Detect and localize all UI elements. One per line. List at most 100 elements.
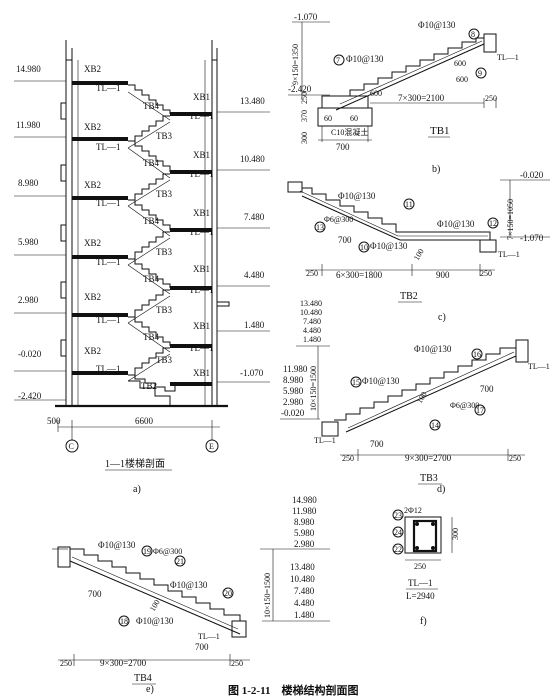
tb2-title: TB2	[400, 291, 418, 302]
member-labels: XB2 XB2 XB2 XB2 XB2 XB2 TL—1 TL—1 TL—1 T…	[84, 64, 214, 391]
tl1-label: TL—1	[96, 142, 121, 152]
tl1-name: TL—1	[408, 578, 433, 588]
tb3-beam-bottom	[321, 421, 339, 437]
tb3-d100: 100	[415, 390, 429, 405]
tb4-tag19: 19	[143, 547, 151, 556]
tb2-beam	[479, 239, 497, 253]
tb3-label: TB3	[156, 355, 173, 365]
tb1-title: TB1	[430, 125, 450, 137]
tb3-level-bottom-0: 11.980	[283, 364, 308, 374]
tb1-d250: 250	[300, 92, 309, 104]
tb1-level-bottom: -2.420	[288, 84, 312, 94]
tb2-tag11: 11	[405, 200, 413, 209]
tb1-d600a: 600	[454, 59, 466, 68]
tb3-title: TB3	[420, 473, 438, 484]
tb4-label: TB4	[143, 101, 160, 111]
tb3-level-bottom-3: 2.980	[283, 397, 304, 407]
tb1-foundation	[317, 107, 373, 127]
xb1-label: XB1	[193, 92, 210, 102]
tb4-bar1: Φ10@130	[98, 540, 136, 550]
tb3-tl1-top: TL—1	[528, 362, 550, 371]
xb2-label: XB2	[84, 64, 101, 74]
tb1-d250b: 250	[485, 94, 497, 103]
tb4-title: TB4	[134, 673, 152, 684]
panel-d-tb3: 13.480 10.480 7.480 4.480 1.480 11.980 8…	[280, 299, 550, 495]
tb3-tag16: 16	[473, 350, 481, 359]
tb1-tl1: TL—1	[497, 53, 519, 62]
tb4-d250a: 250	[60, 659, 72, 668]
level-right-3: 4.480	[244, 270, 265, 280]
tb3-bar-dist: Φ6@300	[450, 401, 479, 410]
tl1-tag24: 24	[394, 528, 402, 537]
tb4-d250b: 250	[231, 659, 243, 668]
left-landings	[72, 81, 128, 375]
tb4-bar3: Φ10@130	[136, 616, 174, 626]
tb2-level-top: -0.020	[520, 170, 544, 180]
tb2-run: 6×300=1800	[336, 270, 383, 280]
tl1-d300: 300	[451, 528, 460, 540]
tb3-level-top-3: 4.480	[303, 326, 321, 335]
tb2-d900: 900	[436, 270, 450, 280]
xb2-label: XB2	[84, 346, 101, 356]
tb3-tag14: 14	[431, 421, 439, 430]
tb2-bar-dist: Φ6@300	[324, 215, 353, 224]
tb4-label: TB4	[143, 158, 160, 168]
level-right-0: 13.480	[240, 96, 265, 106]
tl1-label: TL—1	[189, 343, 214, 353]
tb4-run: 9×300=2700	[100, 658, 147, 668]
tb1-level-top: -1.070	[294, 12, 318, 22]
tb1-vertical-dim: 9×150=1350	[291, 44, 300, 85]
xb2-label: XB2	[84, 122, 101, 132]
panel-a-title: 1—1楼梯剖面	[105, 457, 165, 470]
panel-a-sublabel: a)	[133, 484, 141, 495]
tb2-d250: 250	[306, 269, 318, 278]
panel-f-tl1: 2Φ12 23 24 22 300 250 TL—1 L=2940 f)	[392, 506, 460, 627]
tb3-level-top-4: 1.480	[303, 335, 321, 344]
tb1-tag9: 9	[478, 69, 482, 78]
tl1-label: TL—1	[96, 257, 121, 267]
tb4-d700a: 700	[88, 589, 102, 599]
panel-e-tb4: 14.980 11.980 8.980 5.980 2.980 13.480 1…	[52, 495, 330, 695]
tb3-level-top-2: 7.480	[303, 317, 321, 326]
panel-b-sublabel: b)	[432, 164, 440, 175]
tb4-label: TB4	[143, 332, 160, 342]
tb4-vertical-dim: 10×150=1500	[263, 573, 272, 618]
tb1-d700: 700	[336, 142, 350, 152]
level-left-0: 14.980	[16, 64, 41, 74]
panel-c-tb2: -0.020 7×150=1050 -1.070 Φ10@130 11 Φ10@…	[287, 170, 550, 323]
tb4-level-top-0: 14.980	[292, 495, 317, 505]
tb3-beam-top	[515, 339, 529, 363]
tb1-concrete: C10混凝土	[331, 127, 368, 137]
panel-b-tb1: -1.070 9×150=1350 -2.420 TL—1 C10混凝土 700…	[288, 12, 519, 175]
tb2-d100: 100	[412, 247, 426, 262]
left-wall	[65, 59, 73, 407]
tb3-label: TB3	[156, 131, 173, 141]
xb1-label: XB1	[193, 368, 210, 378]
tb1-bar2: Φ10@130	[346, 54, 384, 64]
tb3-bar1: Φ10@130	[414, 344, 452, 354]
tb2-label: TB2	[141, 381, 157, 391]
tb4-level-bottom-2: 7.480	[294, 586, 315, 596]
level-left-5: -0.020	[18, 349, 42, 359]
left-level-marks: 14.980 11.980 8.980 5.980 2.980 -0.020 -…	[14, 64, 66, 401]
xb1-label: XB1	[193, 208, 210, 218]
panel-f-sublabel: f)	[420, 616, 427, 627]
tb2-tag10: 10	[360, 243, 368, 252]
dim-6600: 6600	[135, 416, 154, 426]
xb2-label: XB2	[84, 292, 101, 302]
tb3-bar2: Φ10@130	[362, 376, 400, 386]
tl1-label: TL—1	[189, 227, 214, 237]
tb4-level-bottom-1: 10.480	[290, 574, 315, 584]
tb4-level-bottom-4: 1.480	[294, 610, 315, 620]
tl1-d250: 250	[414, 562, 426, 571]
right-level-marks: 13.480 10.480 7.480 4.480 1.480 -1.070	[217, 96, 270, 383]
tb1-tag8: 8	[471, 30, 475, 39]
tb3-level-bottom-2: 5.980	[283, 386, 304, 396]
tl1-label: TL—1	[96, 364, 121, 374]
level-left-6: -2.420	[18, 391, 42, 401]
tb3-level-bottom-4: -0.020	[281, 408, 305, 418]
panel-d-sublabel: d)	[437, 484, 445, 495]
tb2-tag13: 13	[316, 223, 324, 232]
tl1-label: TL—1	[96, 83, 121, 93]
